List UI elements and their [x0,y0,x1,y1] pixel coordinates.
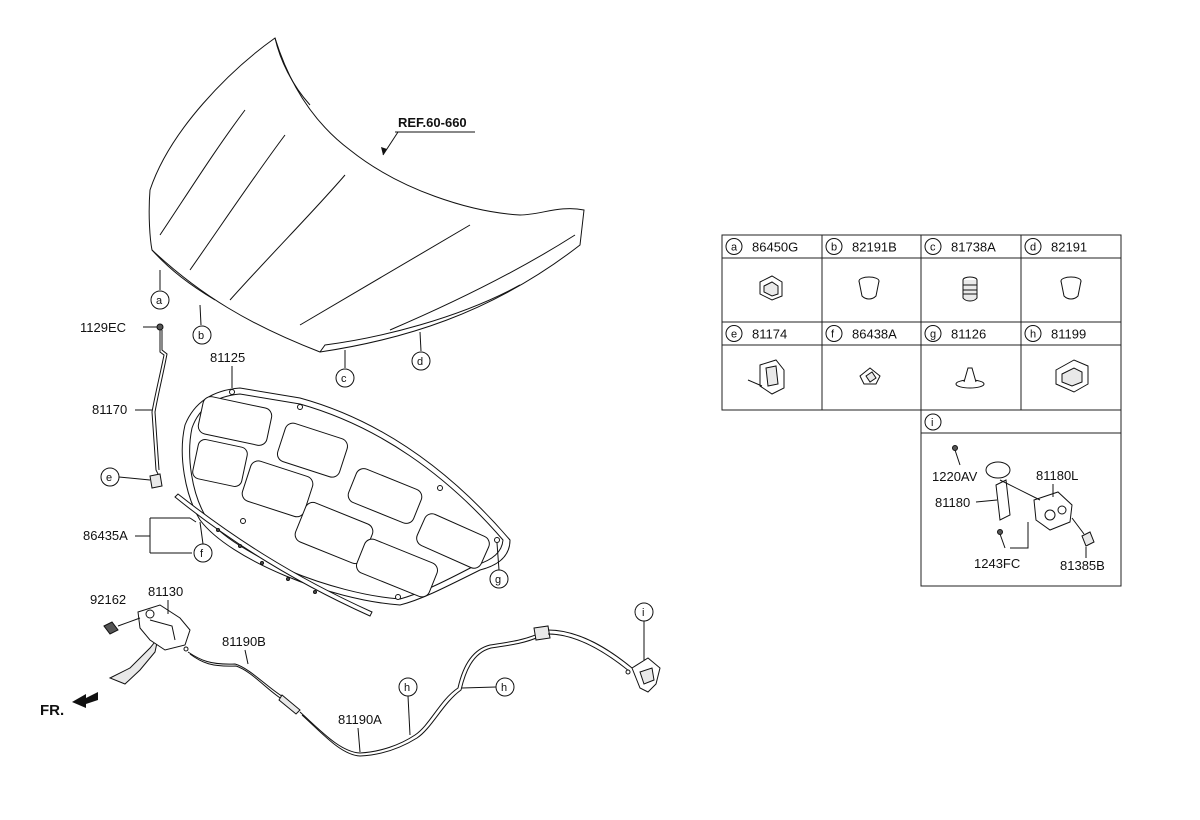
legend-letter-circle [924,238,942,255]
svg-text:h: h [404,682,410,694]
hood-latch [625,657,661,693]
legend-cell-a: a 86450G [725,238,798,255]
legend-cell-d: d 82191 [1024,238,1087,255]
svg-text:e: e [106,472,112,484]
legend-table [721,234,1122,587]
label-81180: 81180 [935,495,970,510]
label-1220AV: 1220AV [932,469,978,484]
leader-81190B [244,649,249,665]
ribbed-bumper-icon [962,276,978,302]
hood-release-cable [183,625,633,757]
legend-part-number: 81199 [1051,327,1086,342]
hood-release-handle [103,604,191,685]
rubber-bumper-icon [858,276,880,300]
ref-arrowhead [381,147,387,155]
legend-letter: c [930,242,936,254]
legend-letter: h [1030,329,1036,341]
label-1129EC: 1129EC [80,320,126,335]
svg-text:b: b [198,330,204,342]
legend-letter-circle [1024,238,1042,255]
legend-letter: b [831,242,837,254]
rubber-bumper-icon [1060,276,1082,300]
push-pin-icon [955,367,985,389]
front-label: FR. [40,702,64,719]
legend-letter: a [731,242,738,254]
svg-text:h: h [501,682,507,694]
label-81385B: 81385B [1060,558,1105,573]
label-86435A: 86435A [83,528,128,543]
legend-letter: g [930,329,936,341]
front-arrow-icon [72,692,98,708]
legend-letter-circle [725,238,743,255]
callout-b-hood: b [192,304,212,345]
legend-part-number: 81738A [951,240,996,255]
legend-letter-circle [825,238,843,255]
svg-text:f: f [200,548,204,560]
label-81130: 81130 [148,584,183,599]
hood-stay-clip-icon [759,275,783,301]
callout-g-insulator: g [489,542,509,589]
label-81190B: 81190B [222,634,266,649]
legend-part-number: 81126 [951,327,986,342]
callout-h-cable-1: h [398,677,418,736]
callout-c-hood: c [335,350,355,388]
legend-cells: a 86450G b 82191B c 81738A d 82191 e 81174 f 86438A… [725,238,1087,342]
label-81190A: 81190A [338,712,382,727]
legend-letter: f [831,329,835,341]
svg-text:a: a [156,295,163,307]
svg-text:i: i [931,417,933,429]
callout-e-rod: e [100,467,151,487]
legend-part-number: 86438A [852,327,897,342]
legend-cell-e: e 81174 [725,325,787,342]
stay-rod-holder-icon [747,359,785,395]
label-92162: 92162 [90,592,126,607]
hood-weatherstrip [174,493,373,617]
legend-part-number: 86450G [752,240,798,255]
svg-text:i: i [642,607,644,619]
callout-i-latch: i [634,602,654,660]
leader-81180 [975,499,998,503]
legend-part-number: 82191 [1051,240,1087,255]
leader-92162 [117,617,141,627]
latch-assembly-detail [952,445,1095,549]
callout-f-strip: f [193,521,213,563]
legend-cell-b: b 82191B [825,238,897,255]
cable-clamp-icon [1055,359,1089,393]
hood-insulator-pad [181,387,511,606]
hood-stay-rod [143,323,168,489]
callout-a-hood: a [150,270,170,310]
label-81180L: 81180L [1036,468,1078,483]
svg-text:g: g [495,574,501,586]
legend-cell-g: g 81126 [924,325,986,342]
legend-letter: e [731,329,737,341]
hood-panel [148,37,585,353]
legend-part-number: 82191B [852,240,897,255]
label-81170: 81170 [92,402,127,417]
legend-letter: d [1030,242,1036,254]
svg-text:c: c [341,373,347,385]
label-1243FC: 1243FC [974,556,1020,571]
label-81125: 81125 [210,350,245,365]
legend-cell-f: f 86438A [825,325,897,342]
legend-cell-h: h 81199 [1024,325,1086,342]
legend-letter-circle [924,325,942,342]
push-clip-icon [859,367,881,385]
legend-letter-circle [725,325,743,342]
svg-text:d: d [417,356,423,368]
legend-letter-circle [1024,325,1042,342]
legend-part-number: 81174 [752,327,787,342]
callout-i-detail: i [924,413,942,431]
callout-h-cable-2: h [461,677,515,697]
callout-d-hood: d [411,331,431,371]
leader-86435A-top [189,517,197,523]
legend-letter-circle [825,325,843,342]
leader-81190A [357,727,361,753]
legend-cell-c: c 81738A [924,238,996,255]
ref-label: REF.60-660 [398,115,467,130]
bracket-86435A [135,517,192,554]
